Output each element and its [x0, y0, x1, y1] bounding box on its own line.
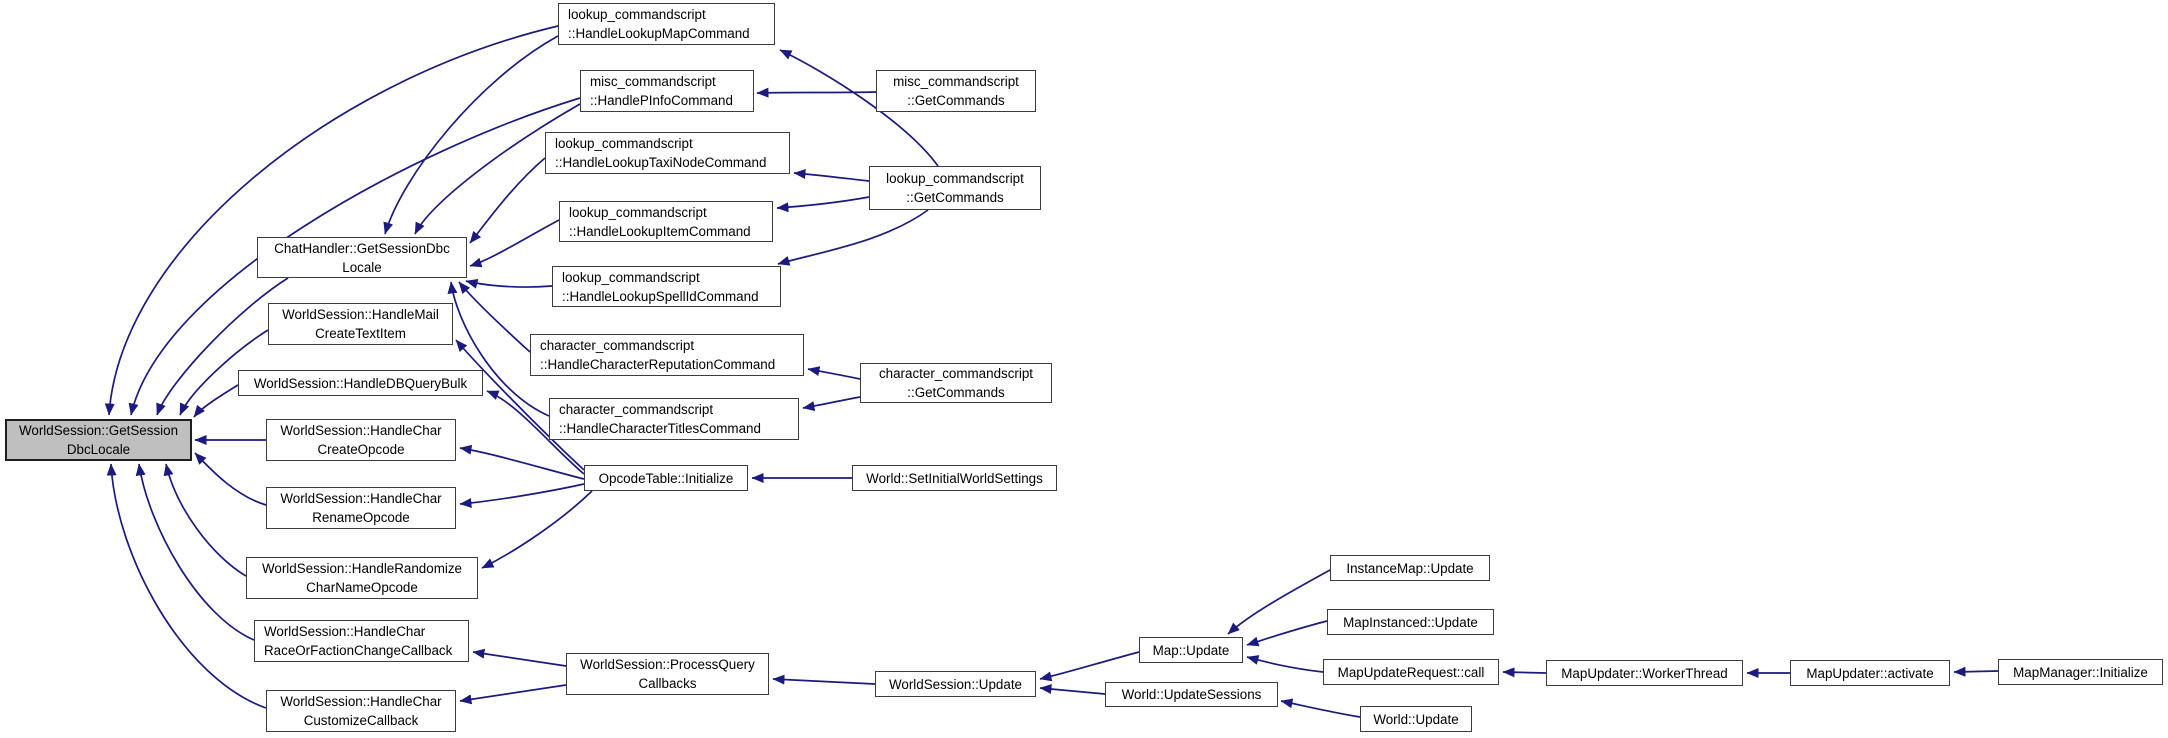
node-label-line: WorldSession::GetSession	[18, 423, 179, 438]
node-mapupdaterequest-call[interactable]: MapUpdateRequest::call	[1323, 659, 1499, 685]
node-mapupdater-activate[interactable]: MapUpdater::activate	[1790, 660, 1950, 686]
node-label-line: character_commandscript	[559, 402, 714, 417]
node-handlelookupitemcommand[interactable]: lookup_commandscript ::HandleLookupItemC…	[559, 201, 773, 242]
node-label-line: WorldSession::ProcessQuery	[580, 657, 755, 672]
node-handledbquerybulk[interactable]: WorldSession::HandleDBQueryBulk	[238, 370, 483, 396]
node-label-line: character_commandscript	[878, 366, 1034, 381]
node-handlepinfocommand[interactable]: misc_commandscript ::HandlePInfoCommand	[580, 70, 754, 112]
node-label-line: OpcodeTable::Initialize	[598, 470, 734, 486]
node-handlerandomizecharnameopcode[interactable]: WorldSession::HandleRandomize CharNameOp…	[246, 557, 478, 599]
node-label-line: ::GetCommands	[907, 93, 1005, 108]
node-world-update[interactable]: World::Update	[1360, 706, 1472, 732]
node-handlecharactertitlescommand[interactable]: character_commandscript ::HandleCharacte…	[549, 398, 799, 440]
node-worldsession-getsessiondbclocale: WorldSession::GetSession DbcLocale	[5, 419, 192, 461]
node-label-line: lookup_commandscript	[562, 269, 700, 285]
node-label-line: ::HandlePInfoCommand	[590, 93, 733, 108]
node-handlecharcreateopcode[interactable]: WorldSession::HandleChar CreateOpcode	[266, 419, 456, 461]
node-label-line: misc_commandscript	[893, 74, 1019, 89]
node-mapupdater-workerthread[interactable]: MapUpdater::WorkerThread	[1546, 660, 1743, 686]
node-label-line: MapUpdater::WorkerThread	[1561, 665, 1728, 681]
node-label-line: character_commandscript	[540, 338, 695, 353]
node-lookup-getcommands[interactable]: lookup_commandscript ::GetCommands	[869, 166, 1041, 210]
node-label-line: RenameOpcode	[312, 510, 410, 525]
node-label-line: WorldSession::HandleChar	[280, 423, 442, 438]
node-handlemailcreatetextitem[interactable]: WorldSession::HandleMail CreateTextItem	[268, 303, 453, 345]
node-handlelookuptaxinodecommand[interactable]: lookup_commandscript ::HandleLookupTaxiN…	[545, 132, 790, 174]
node-label-line: WorldSession::HandleChar	[264, 624, 426, 639]
node-handlecharcustomizecallback[interactable]: WorldSession::HandleChar CustomizeCallba…	[266, 690, 456, 732]
node-world-updatesessions[interactable]: World::UpdateSessions	[1105, 682, 1278, 707]
node-handlecharraceorfactionchangecallback[interactable]: WorldSession::HandleChar RaceOrFactionCh…	[254, 620, 469, 662]
node-label-line: MapInstanced::Update	[1343, 614, 1478, 630]
node-label-line: World::SetInitialWorldSettings	[866, 470, 1043, 486]
node-label-line: Callbacks	[638, 676, 697, 691]
node-handlelookupmapcommand[interactable]: lookup_commandscript ::HandleLookupMapCo…	[558, 3, 775, 45]
node-opcodetable-initialize[interactable]: OpcodeTable::Initialize	[584, 465, 748, 491]
node-label-line: CreateTextItem	[315, 326, 406, 341]
node-label-line: InstanceMap::Update	[1346, 560, 1474, 576]
node-label-line: WorldSession::Update	[889, 676, 1022, 692]
node-label-line: WorldSession::HandleMail	[282, 307, 439, 322]
node-setinitialworldsettings[interactable]: World::SetInitialWorldSettings	[852, 465, 1057, 491]
node-handlelookupspellidcommand[interactable]: lookup_commandscript ::HandleLookupSpell…	[552, 266, 781, 307]
node-label-line: ::HandleCharacterTitlesCommand	[559, 421, 761, 436]
node-label-line: WorldSession::HandleChar	[280, 694, 442, 709]
node-label-line: WorldSession::HandleChar	[280, 491, 442, 506]
node-label-line: CustomizeCallback	[303, 713, 419, 728]
node-label-line: World::UpdateSessions	[1121, 687, 1262, 702]
node-label-line: MapManager::Initialize	[2013, 664, 2148, 680]
node-label-line: lookup_commandscript	[555, 136, 693, 151]
node-label-line: lookup_commandscript	[569, 204, 707, 220]
node-handlecharacterreputationcommand[interactable]: character_commandscript ::HandleCharacte…	[530, 334, 804, 376]
node-label-line: MapUpdater::activate	[1806, 665, 1934, 681]
node-map-update[interactable]: Map::Update	[1139, 637, 1243, 663]
node-label-line: Locale	[342, 259, 382, 275]
node-label-line: ::GetCommands	[907, 385, 1005, 400]
node-label-line: MapUpdateRequest::call	[1337, 664, 1485, 680]
node-instancemap-update[interactable]: InstanceMap::Update	[1330, 555, 1490, 581]
node-label-line: ::GetCommands	[906, 190, 1004, 205]
node-label-line: ::HandleLookupMapCommand	[568, 26, 750, 41]
node-label-line: lookup_commandscript	[568, 7, 706, 22]
node-label-line: lookup_commandscript	[886, 171, 1024, 186]
node-label-line: ::HandleCharacterReputationCommand	[540, 357, 776, 372]
node-label-line: ::HandleLookupSpellIdCommand	[562, 288, 759, 304]
node-label-line: ::HandleLookupTaxiNodeCommand	[555, 155, 767, 170]
node-label-line: ::HandleLookupItemCommand	[569, 223, 751, 239]
node-chathandler-getsessiondbclocale[interactable]: ChatHandler::GetSessionDbc Locale	[257, 237, 467, 278]
node-label-line: DbcLocale	[66, 442, 131, 457]
node-label-line: WorldSession::HandleDBQueryBulk	[253, 375, 468, 391]
node-handlecharrenameopcode[interactable]: WorldSession::HandleChar RenameOpcode	[266, 487, 456, 529]
node-processquerycallbacks[interactable]: WorldSession::ProcessQuery Callbacks	[566, 653, 769, 695]
node-label-line: World::Update	[1373, 711, 1459, 727]
node-label-line: WorldSession::HandleRandomize	[262, 561, 462, 576]
node-worldsession-update[interactable]: WorldSession::Update	[875, 671, 1036, 697]
node-character-getcommands[interactable]: character_commandscript ::GetCommands	[860, 363, 1052, 403]
node-label-line: CharNameOpcode	[306, 580, 418, 595]
node-label-line: CreateOpcode	[317, 442, 405, 457]
node-misc-getcommands[interactable]: misc_commandscript ::GetCommands	[876, 70, 1036, 112]
node-label-line: misc_commandscript	[590, 74, 716, 89]
node-label-line: ChatHandler::GetSessionDbc	[274, 240, 450, 256]
node-mapinstanced-update[interactable]: MapInstanced::Update	[1327, 609, 1494, 635]
node-label-line: Map::Update	[1152, 642, 1230, 658]
node-label-line: RaceOrFactionChangeCallback	[264, 643, 453, 658]
node-mapmanager-initialize[interactable]: MapManager::Initialize	[1998, 659, 2163, 685]
